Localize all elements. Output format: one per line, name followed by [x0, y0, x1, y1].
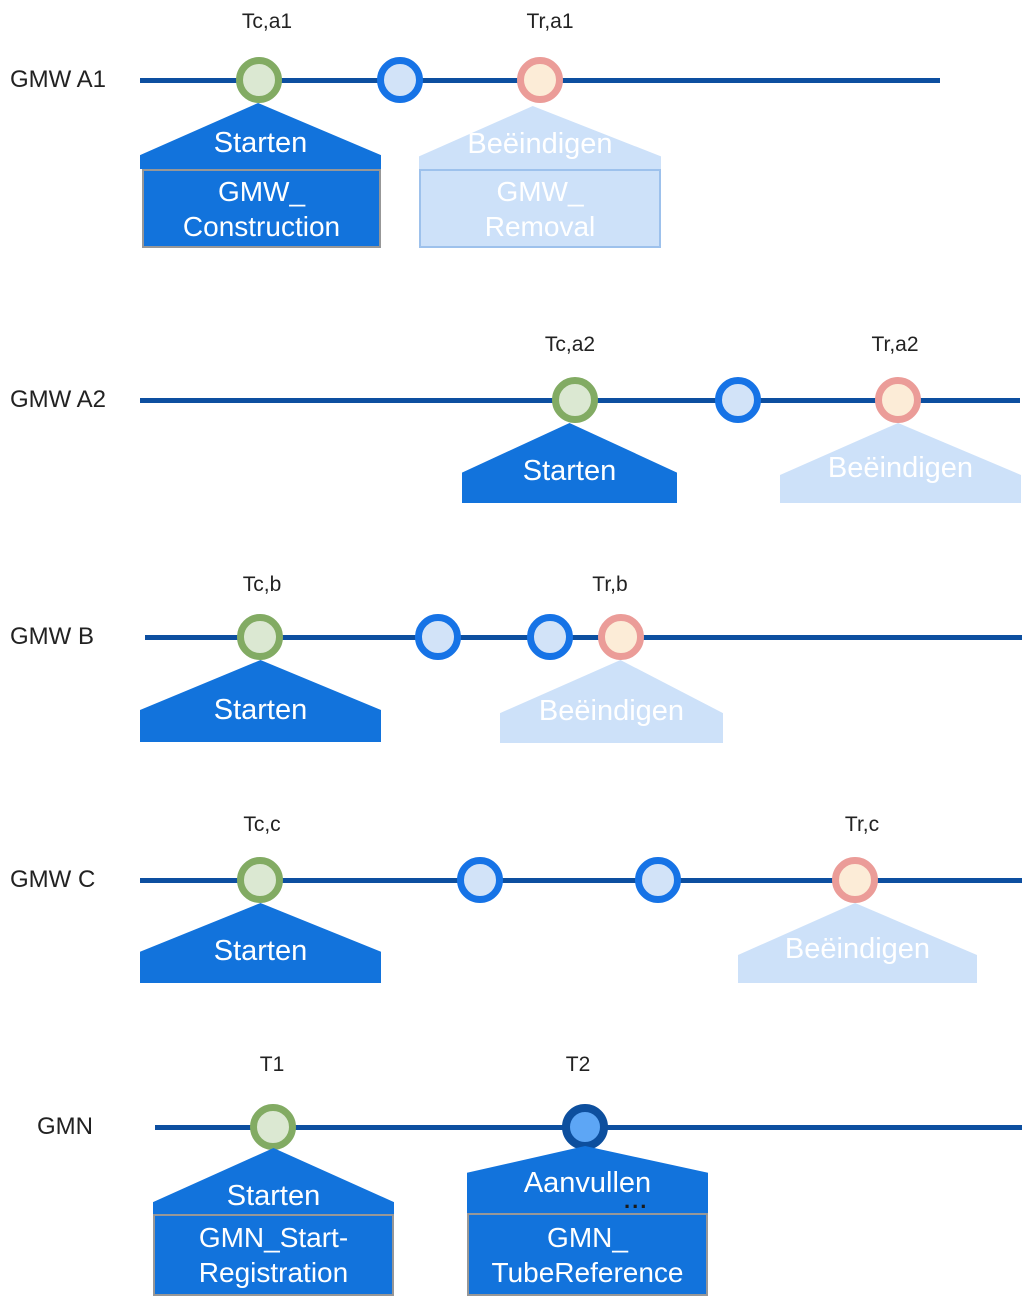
box-line: Construction — [182, 210, 341, 242]
box-line: GMN_ — [547, 1221, 628, 1253]
box-line: GMN_Start- — [198, 1222, 349, 1253]
box-line: Registration — [198, 1257, 349, 1288]
row-label: GMW B — [10, 623, 94, 650]
banner-label: Starten — [213, 126, 308, 159]
banner-label: Beëindigen — [784, 932, 931, 965]
banner-label: Starten — [226, 1179, 321, 1212]
start-registration-event-dot — [250, 1104, 296, 1150]
starten-banner: Starten — [153, 1148, 394, 1214]
box-line: GMW_ — [496, 175, 584, 207]
banner-label: Beëindigen — [538, 695, 685, 727]
intermediate-event-dot — [377, 57, 423, 103]
gmw-construction-box: GMW_ Construction — [142, 169, 381, 248]
banner-label: Starten — [213, 934, 308, 967]
time-marker: Tc,a2 — [544, 333, 596, 356]
beeindigen-banner: Beëindigen — [500, 660, 723, 743]
starten-banner: Starten — [140, 903, 381, 983]
intermediate-event-dot — [527, 614, 573, 660]
removal-event-dot — [875, 377, 921, 423]
beeindigen-banner: Beëindigen — [738, 903, 977, 983]
banner-label: Starten — [522, 454, 617, 487]
box-line: Removal — [484, 210, 596, 242]
construction-event-dot — [237, 857, 283, 903]
time-marker: Tr,c — [844, 813, 880, 836]
intermediate-event-dot — [415, 614, 461, 660]
time-marker: Tc,a1 — [241, 10, 293, 33]
gmw-removal-box: GMW_ Removal — [419, 169, 661, 248]
starten-banner: Starten — [140, 660, 381, 742]
intermediate-event-dot — [715, 377, 761, 423]
row-label: GMW C — [10, 866, 96, 893]
intermediate-event-dot — [457, 857, 503, 903]
time-marker: Tr,a2 — [871, 333, 919, 356]
time-marker: Tc,b — [242, 573, 282, 596]
time-marker: T2 — [565, 1053, 591, 1076]
box-line: TubeReference — [491, 1256, 684, 1288]
row-label: GMW A2 — [10, 386, 107, 413]
intermediate-event-dot — [635, 857, 681, 903]
construction-event-dot — [552, 377, 598, 423]
aanvullen-banner: Aanvullen — [467, 1146, 708, 1213]
banner-label: Aanvullen — [523, 1167, 652, 1199]
starten-banner: Starten — [462, 423, 677, 503]
construction-event-dot — [236, 57, 282, 103]
removal-event-dot — [832, 857, 878, 903]
row-label: GMN — [37, 1113, 93, 1140]
banner-label: Beëindigen — [827, 451, 974, 484]
tube-reference-event-dot — [562, 1104, 608, 1150]
timeline-line — [145, 635, 1022, 640]
box-line: GMW_ — [217, 175, 306, 207]
row-label: GMW A1 — [10, 66, 107, 93]
banner-label: Beëindigen — [467, 128, 613, 160]
time-marker: Tr,b — [592, 573, 628, 596]
gmn-tube-reference-box: GMN_ TubeReference — [467, 1213, 708, 1296]
timeline-line — [140, 878, 1022, 883]
time-marker: Tc,c — [243, 813, 281, 836]
time-marker: Tr,a1 — [526, 10, 574, 33]
removal-event-dot — [598, 614, 644, 660]
time-marker: T1 — [259, 1053, 285, 1076]
banner-label: Starten — [213, 693, 308, 726]
removal-event-dot — [517, 57, 563, 103]
gmn-start-registration-box: GMN_Start- Registration — [153, 1214, 394, 1296]
beeindigen-banner: Beëindigen — [780, 423, 1021, 503]
starten-banner: Starten — [140, 103, 381, 169]
construction-event-dot — [237, 614, 283, 660]
beeindigen-banner: Beëindigen — [419, 106, 661, 169]
ellipsis-annotation: ... — [624, 1188, 649, 1213]
